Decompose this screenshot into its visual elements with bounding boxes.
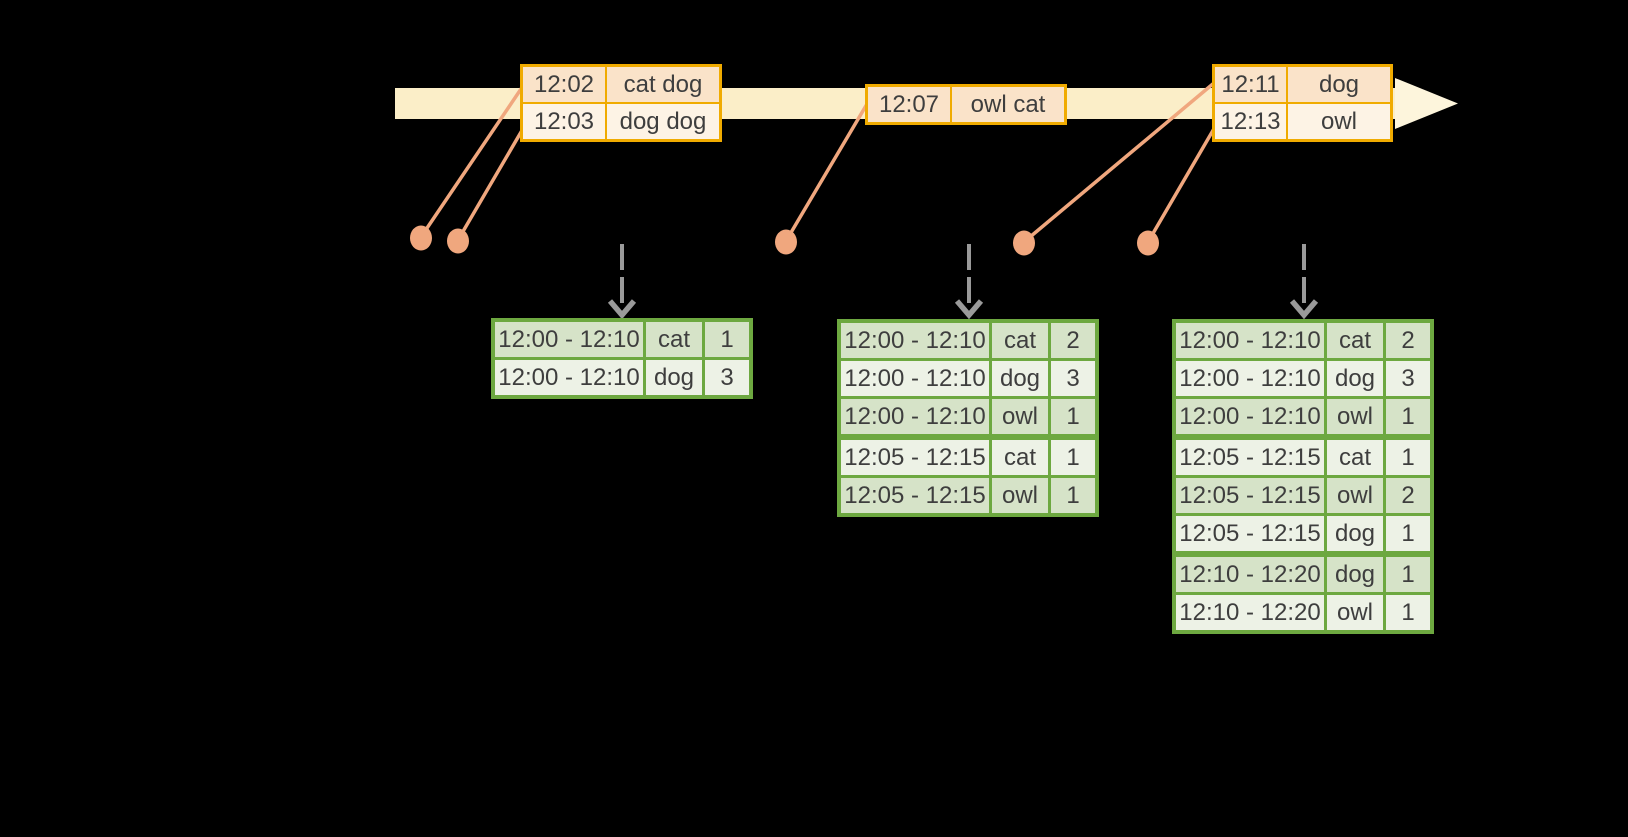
timeline-arrowhead-icon: [1395, 78, 1458, 129]
result-row: 12:00 - 12:10 owl 1: [841, 399, 1095, 434]
event-dot: [1013, 230, 1035, 256]
event-table-3: 12:11 dog 12:13 owl: [1212, 64, 1393, 142]
word-cell: dog: [1327, 516, 1383, 551]
count-cell: 2: [1386, 323, 1430, 358]
word-cell: owl: [1327, 478, 1383, 513]
event-time: 12:03: [523, 104, 605, 139]
window-cell: 12:00 - 12:10: [495, 322, 643, 357]
window-cell: 12:05 - 12:15: [841, 440, 989, 475]
result-row: 12:00 - 12:10 cat 2: [1176, 323, 1430, 358]
event-time: 12:11: [1215, 67, 1286, 102]
result-row: 12:05 - 12:15 cat 1: [841, 440, 1095, 475]
window-cell: 12:05 - 12:15: [841, 478, 989, 513]
word-cell: owl: [992, 478, 1048, 513]
result-row: 12:10 - 12:20 owl 1: [1176, 595, 1430, 630]
event-time: 12:02: [523, 67, 605, 102]
count-cell: 1: [1386, 440, 1430, 475]
word-cell: owl: [1327, 399, 1383, 434]
result-row: 12:00 - 12:10 dog 3: [1176, 361, 1430, 396]
count-cell: 3: [705, 360, 749, 395]
result-row: 12:00 - 12:10 cat 1: [495, 322, 749, 357]
result-table-1: 12:00 - 12:10 cat 1 12:00 - 12:10 dog 3: [491, 318, 753, 399]
event-words: owl cat: [952, 87, 1064, 122]
event-time: 12:07: [868, 87, 950, 122]
window-cell: 12:00 - 12:10: [841, 399, 989, 434]
window-cell: 12:00 - 12:10: [1176, 361, 1324, 396]
count-cell: 3: [1051, 361, 1095, 396]
result-row: 12:00 - 12:10 cat 2: [841, 323, 1095, 358]
window-cell: 12:05 - 12:15: [1176, 440, 1324, 475]
trigger-arrows: [607, 244, 1319, 320]
count-cell: 1: [705, 322, 749, 357]
result-row: 12:05 - 12:15 dog 1: [1176, 516, 1430, 551]
event-row: 12:11 dog: [1215, 67, 1390, 102]
count-cell: 1: [1386, 399, 1430, 434]
window-cell: 12:10 - 12:20: [1176, 595, 1324, 630]
connector-line: [1146, 125, 1217, 244]
result-row: 12:05 - 12:15 owl 2: [1176, 478, 1430, 513]
word-cell: cat: [646, 322, 702, 357]
result-row: 12:10 - 12:20 dog 1: [1176, 557, 1430, 592]
arrow-down-icon: [1289, 299, 1319, 320]
event-dots: [410, 225, 1159, 256]
arrow-down-icon: [607, 299, 637, 320]
event-row: 12:03 dog dog: [523, 104, 719, 139]
event-time: 12:13: [1215, 104, 1286, 139]
word-cell: dog: [1327, 361, 1383, 396]
event-dot: [410, 225, 432, 251]
arrow-down-icon: [954, 299, 984, 320]
count-cell: 2: [1386, 478, 1430, 513]
event-row: 12:07 owl cat: [868, 87, 1064, 122]
window-cell: 12:00 - 12:10: [495, 360, 643, 395]
word-cell: cat: [1327, 440, 1383, 475]
event-table-1: 12:02 cat dog 12:03 dog dog: [520, 64, 722, 142]
window-cell: 12:10 - 12:20: [1176, 557, 1324, 592]
result-table-3: 12:00 - 12:10 cat 2 12:00 - 12:10 dog 3 …: [1172, 319, 1434, 634]
window-cell: 12:00 - 12:10: [1176, 399, 1324, 434]
word-cell: cat: [1327, 323, 1383, 358]
word-cell: cat: [992, 323, 1048, 358]
event-words: dog dog: [607, 104, 719, 139]
window-cell: 12:05 - 12:15: [1176, 478, 1324, 513]
event-row: 12:13 owl: [1215, 104, 1390, 139]
connector-line: [1022, 81, 1216, 244]
word-cell: dog: [992, 361, 1048, 396]
count-cell: 2: [1051, 323, 1095, 358]
connector-line: [456, 125, 526, 242]
word-cell: dog: [1327, 557, 1383, 592]
event-words: dog: [1288, 67, 1390, 102]
result-row: 12:00 - 12:10 dog 3: [841, 361, 1095, 396]
window-cell: 12:00 - 12:10: [841, 323, 989, 358]
result-table-2: 12:00 - 12:10 cat 2 12:00 - 12:10 dog 3 …: [837, 319, 1099, 517]
result-row: 12:05 - 12:15 cat 1: [1176, 440, 1430, 475]
window-cell: 12:00 - 12:10: [841, 361, 989, 396]
window-cell: 12:05 - 12:15: [1176, 516, 1324, 551]
connector-line: [784, 102, 869, 243]
event-words: cat dog: [607, 67, 719, 102]
event-connectors: [419, 81, 1217, 244]
result-row: 12:05 - 12:15 owl 1: [841, 478, 1095, 513]
count-cell: 1: [1386, 516, 1430, 551]
window-cell: 12:00 - 12:10: [1176, 323, 1324, 358]
event-dot: [447, 228, 469, 254]
word-cell: owl: [992, 399, 1048, 434]
word-cell: cat: [992, 440, 1048, 475]
count-cell: 3: [1386, 361, 1430, 396]
count-cell: 1: [1051, 399, 1095, 434]
count-cell: 1: [1051, 478, 1095, 513]
count-cell: 1: [1051, 440, 1095, 475]
result-row: 12:00 - 12:10 dog 3: [495, 360, 749, 395]
event-table-2: 12:07 owl cat: [865, 84, 1067, 125]
word-cell: dog: [646, 360, 702, 395]
connector-line: [419, 84, 525, 239]
event-dot: [1137, 230, 1159, 256]
event-dot: [775, 229, 797, 255]
result-row: 12:00 - 12:10 owl 1: [1176, 399, 1430, 434]
count-cell: 1: [1386, 595, 1430, 630]
event-words: owl: [1288, 104, 1390, 139]
word-cell: owl: [1327, 595, 1383, 630]
event-row: 12:02 cat dog: [523, 67, 719, 102]
count-cell: 1: [1386, 557, 1430, 592]
